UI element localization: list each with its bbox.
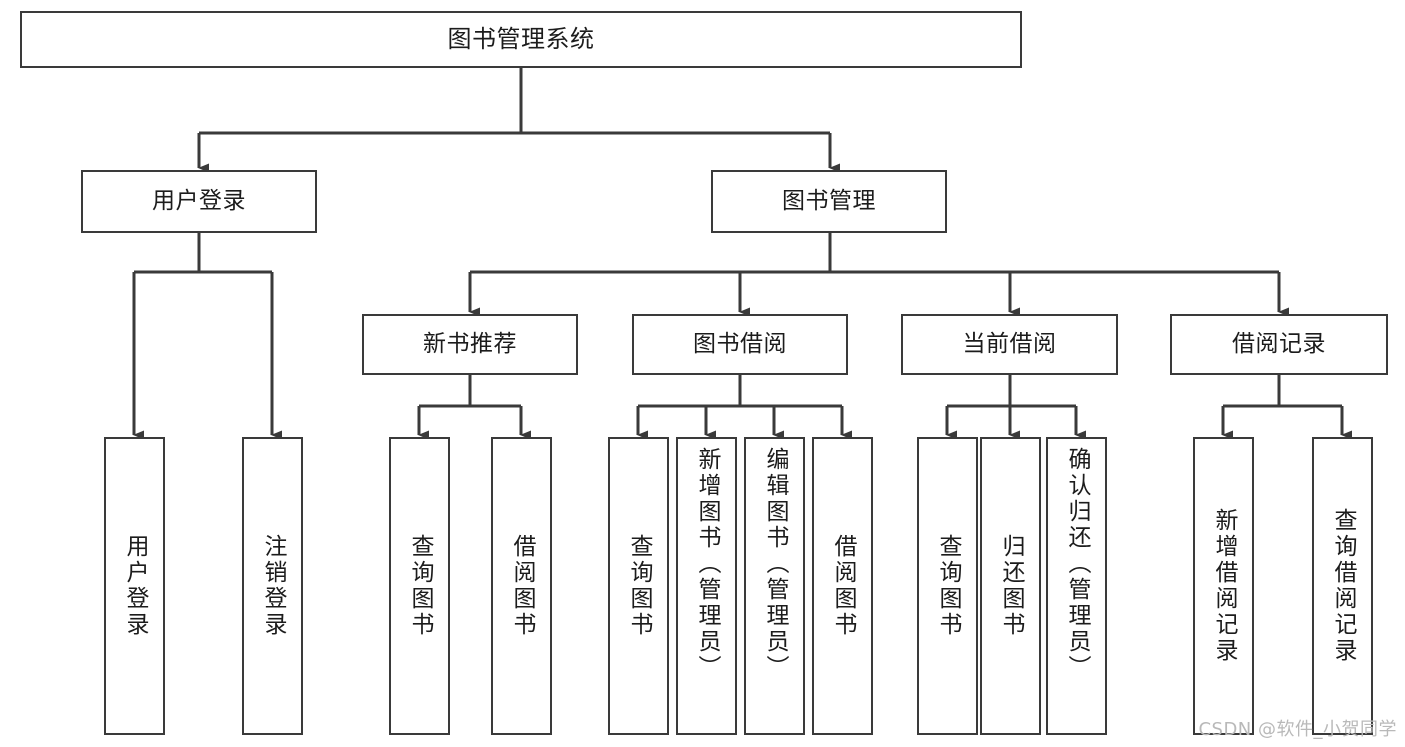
leaf-current-borrow-1-label: 查询图书 [935, 534, 961, 638]
leaf-new-book-2[interactable]: 借阅图书 [491, 437, 552, 735]
node-new-book-recommend[interactable]: 新书推荐 [362, 314, 578, 375]
leaf-new-book-1-label: 查询图书 [407, 534, 433, 638]
leaf-book-borrow-3-label: 编辑图书（管理员） [762, 447, 788, 681]
leaf-user-login-2-label: 注销登录 [260, 534, 286, 638]
leaf-new-book-2-label: 借阅图书 [509, 534, 535, 638]
node-current-borrow-label: 当前借阅 [962, 330, 1057, 357]
watermark: CSDN @软件_小贺同学 [1198, 719, 1397, 740]
leaf-borrow-record-1[interactable]: 新增借阅记录 [1193, 437, 1254, 735]
leaf-new-book-1[interactable]: 查询图书 [389, 437, 450, 735]
leaf-book-borrow-4[interactable]: 借阅图书 [812, 437, 873, 735]
leaf-book-borrow-3[interactable]: 编辑图书（管理员） [744, 437, 805, 735]
node-book-manage-label: 图书管理 [782, 187, 876, 214]
leaf-user-login-2[interactable]: 注销登录 [242, 437, 303, 735]
node-new-book-recommend-label: 新书推荐 [423, 330, 517, 357]
node-book-manage[interactable]: 图书管理 [711, 170, 947, 233]
node-borrow-record-label: 借阅记录 [1232, 330, 1326, 357]
node-user-login[interactable]: 用户登录 [81, 170, 317, 233]
node-root[interactable]: 图书管理系统 [20, 11, 1022, 68]
node-book-borrow[interactable]: 图书借阅 [632, 314, 848, 375]
leaf-current-borrow-3[interactable]: 确认归还（管理员） [1046, 437, 1107, 735]
node-borrow-record[interactable]: 借阅记录 [1170, 314, 1388, 375]
leaf-book-borrow-1-label: 查询图书 [626, 534, 652, 638]
node-current-borrow[interactable]: 当前借阅 [901, 314, 1118, 375]
leaf-current-borrow-2[interactable]: 归还图书 [980, 437, 1041, 735]
leaf-borrow-record-1-label: 新增借阅记录 [1211, 508, 1237, 664]
leaf-current-borrow-1[interactable]: 查询图书 [917, 437, 978, 735]
leaf-current-borrow-2-label: 归还图书 [998, 534, 1024, 638]
leaf-user-login-1-label: 用户登录 [122, 534, 148, 638]
leaf-book-borrow-4-label: 借阅图书 [830, 534, 856, 638]
leaf-borrow-record-2-label: 查询借阅记录 [1330, 508, 1356, 664]
node-root-label: 图书管理系统 [447, 25, 595, 54]
leaf-book-borrow-2-label: 新增图书（管理员） [694, 447, 720, 681]
leaf-borrow-record-2[interactable]: 查询借阅记录 [1312, 437, 1373, 735]
leaf-user-login-1[interactable]: 用户登录 [104, 437, 165, 735]
leaf-book-borrow-2[interactable]: 新增图书（管理员） [676, 437, 737, 735]
node-book-borrow-label: 图书借阅 [693, 330, 787, 357]
node-user-login-label: 用户登录 [152, 187, 246, 214]
leaf-book-borrow-1[interactable]: 查询图书 [608, 437, 669, 735]
leaf-current-borrow-3-label: 确认归还（管理员） [1064, 447, 1090, 681]
